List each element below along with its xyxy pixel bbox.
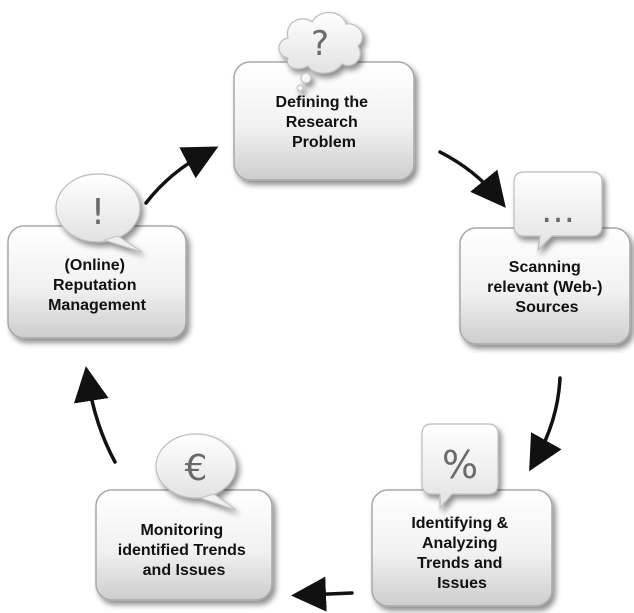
arrow-step4-to-step5 xyxy=(73,366,117,464)
step-label: Defining the Research Problem xyxy=(276,94,373,151)
svg-text:?: ? xyxy=(311,24,329,64)
arrow-step2-to-step3 xyxy=(529,376,562,472)
step-label: Monitoring identified Trends and Issues xyxy=(118,522,250,579)
arrow-step5-to-step1 xyxy=(144,146,219,205)
step-identifying-analyzing-trends: % Identifying & Analyzing Trends and Iss… xyxy=(371,423,553,607)
svg-text:…: … xyxy=(541,191,575,231)
cycle-arrows xyxy=(73,146,562,612)
step-label: Scanning relevant (Web-) Sources xyxy=(487,259,607,316)
question-mark-thought-bubble-icon: ? xyxy=(278,11,363,92)
exclamation-speech-bubble-icon: ! xyxy=(55,173,143,253)
ellipsis-speech-bubble-icon: … xyxy=(513,171,603,252)
arrow-step1-to-step2 xyxy=(438,150,506,208)
percent-speech-bubble-icon: % xyxy=(421,423,499,510)
svg-text:€: € xyxy=(185,448,208,489)
step-label: Identifying & Analyzing Trends and Issue… xyxy=(411,515,512,592)
step-monitoring-trends: € Monitoring identified Trends and Issue… xyxy=(95,433,273,601)
euro-speech-bubble-icon: € xyxy=(155,433,237,511)
arrow-step3-to-step4 xyxy=(291,576,354,612)
step-scanning-web-sources: … Scanning relevant (Web-) Sources xyxy=(459,171,631,345)
svg-text:!: ! xyxy=(91,192,105,233)
step-defining-research-problem: ? Defining the Research Problem xyxy=(233,11,415,181)
svg-text:%: % xyxy=(442,443,478,487)
step-online-reputation-management: ! (Online) Reputation Management xyxy=(7,173,187,339)
step-label: (Online) Reputation Management xyxy=(48,257,146,314)
